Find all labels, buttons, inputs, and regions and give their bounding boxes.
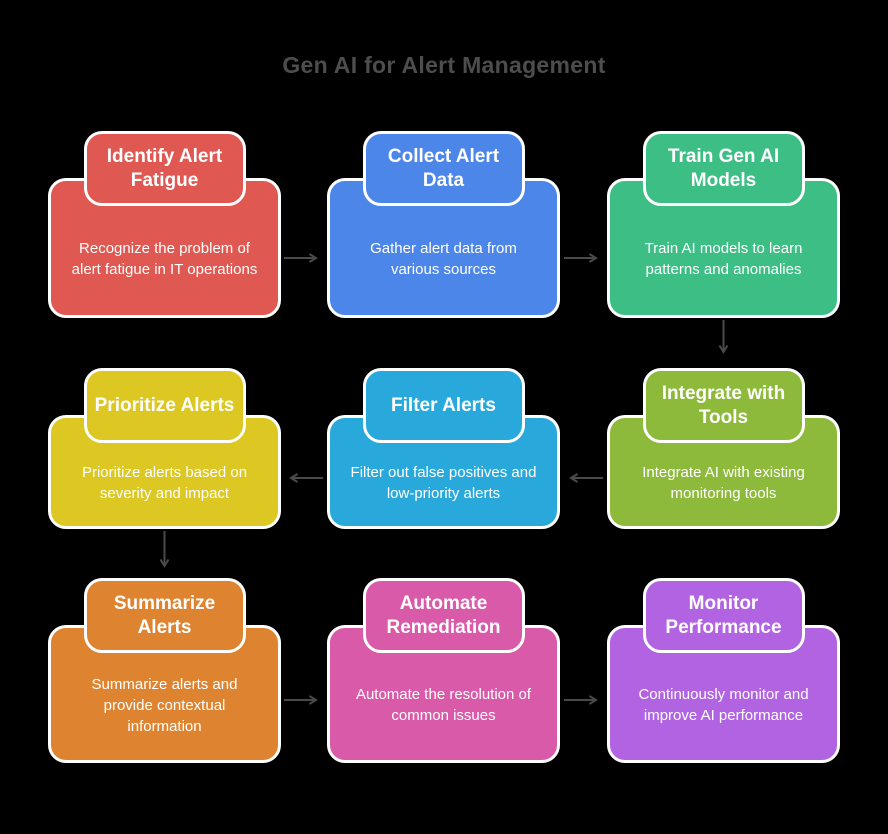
card-header-monitor-performance: Monitor Performance xyxy=(642,578,805,653)
card-train-gen-ai-models: Train Gen AI Models Train AI models to l… xyxy=(607,131,840,318)
card-description: Filter out false positives and low-prior… xyxy=(350,464,537,502)
card-body-summarize-alerts: Summarize alerts and provide contextual … xyxy=(48,625,281,763)
card-description: Summarize alerts and provide contextual … xyxy=(91,675,238,735)
card-header-identify-alert-fatigue: Identify Alert Fatigue xyxy=(83,131,246,206)
card-description: Gather alert data from various sources xyxy=(370,240,517,278)
card-title: Filter Alerts xyxy=(391,394,496,416)
card-monitor-performance: Monitor Performance Continuously monitor… xyxy=(607,578,840,763)
diagram-title: Gen AI for Alert Management xyxy=(282,52,606,78)
card-header-integrate-with-tools: Integrate with Tools xyxy=(642,368,805,443)
card-integrate-with-tools: Integrate with Tools Integrate AI with e… xyxy=(607,368,840,529)
card-header-prioritize-alerts: Prioritize Alerts xyxy=(83,368,246,443)
card-title: Integrate with Tools xyxy=(661,382,786,428)
card-description: Automate the resolution of common issues xyxy=(355,686,532,724)
card-prioritize-alerts: Prioritize Alerts Prioritize alerts base… xyxy=(48,368,281,529)
card-header-automate-remediation: Automate Remediation xyxy=(362,578,525,653)
card-title: Collect Alert Data xyxy=(387,145,500,191)
card-title: Identify Alert Fatigue xyxy=(106,145,223,191)
card-title: Automate Remediation xyxy=(386,592,501,638)
card-title: Train Gen AI Models xyxy=(667,145,780,191)
card-description: Recognize the problem of alert fatigue i… xyxy=(71,240,258,278)
card-description: Prioritize alerts based on severity and … xyxy=(81,464,248,502)
card-description: Continuously monitor and improve AI perf… xyxy=(638,686,809,724)
card-description: Train AI models to learn patterns and an… xyxy=(644,240,803,278)
card-title: Prioritize Alerts xyxy=(94,394,235,416)
card-header-train-gen-ai-models: Train Gen AI Models xyxy=(642,131,805,206)
card-automate-remediation: Automate Remediation Automate the resolu… xyxy=(327,578,560,763)
card-header-collect-alert-data: Collect Alert Data xyxy=(362,131,525,206)
card-filter-alerts: Filter Alerts Filter out false positives… xyxy=(327,368,560,529)
card-header-filter-alerts: Filter Alerts xyxy=(362,368,525,443)
card-identify-alert-fatigue: Identify Alert Fatigue Recognize the pro… xyxy=(48,131,281,318)
card-title: Monitor Performance xyxy=(665,592,782,638)
card-title: Summarize Alerts xyxy=(113,592,216,638)
card-summarize-alerts: Summarize Alerts Summarize alerts and pr… xyxy=(48,578,281,763)
card-collect-alert-data: Collect Alert Data Gather alert data fro… xyxy=(327,131,560,318)
card-description: Integrate AI with existing monitoring to… xyxy=(642,464,805,502)
card-header-summarize-alerts: Summarize Alerts xyxy=(83,578,246,653)
